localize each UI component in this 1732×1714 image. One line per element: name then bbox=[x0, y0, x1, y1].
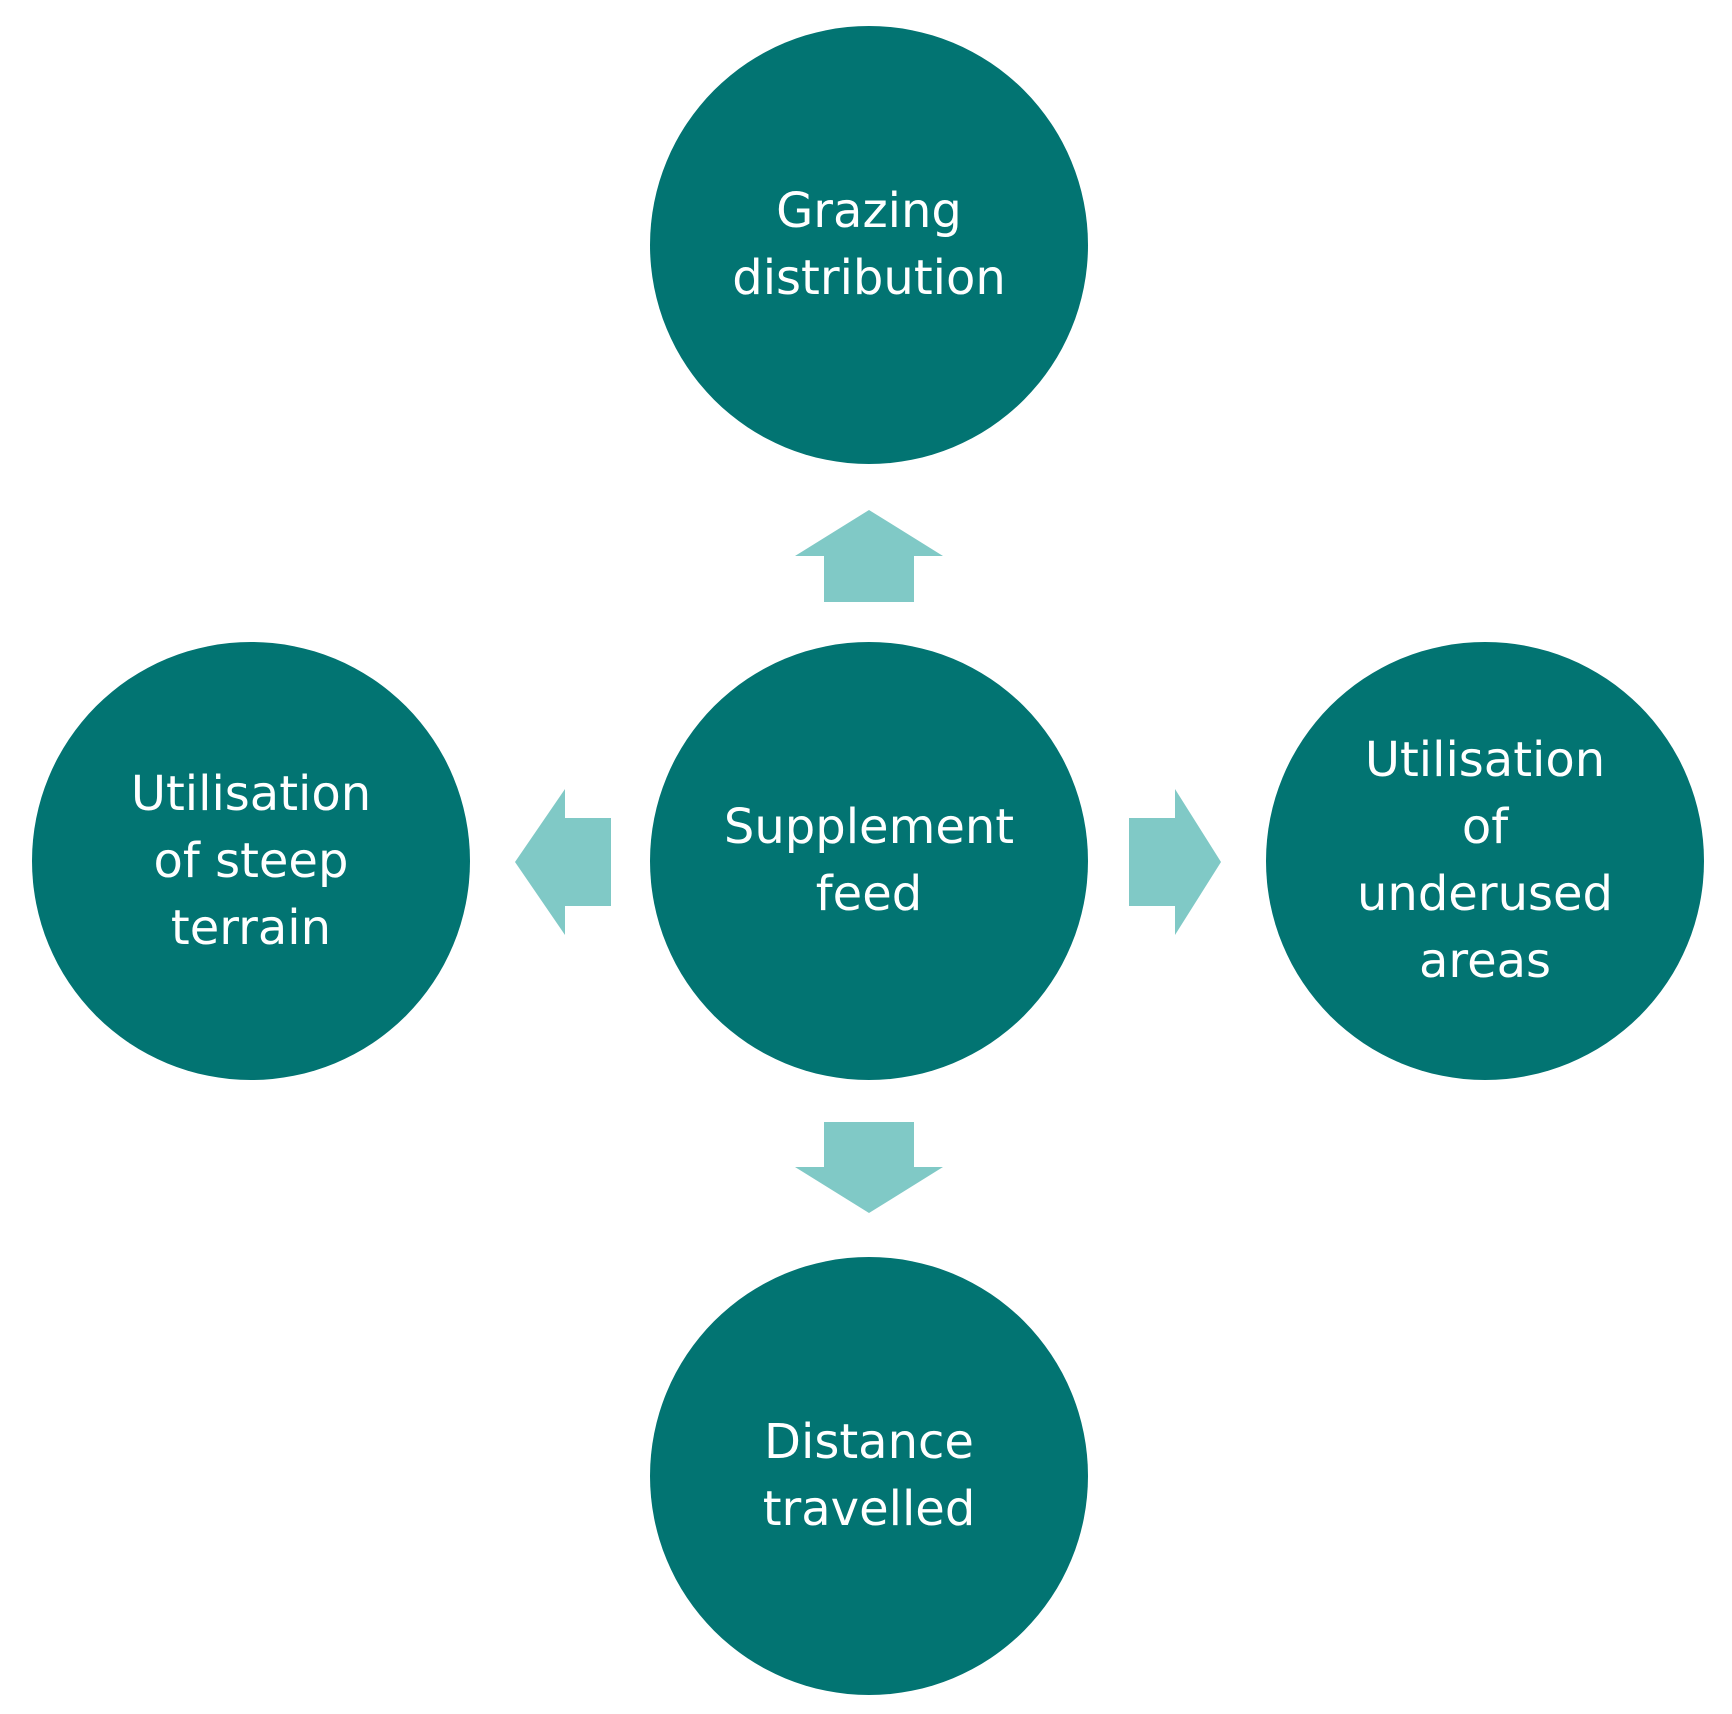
label-line: of steep bbox=[153, 832, 349, 889]
node-label: Supplement feed bbox=[724, 794, 1014, 928]
node-label: Utilisation of steep terrain bbox=[131, 761, 371, 962]
label-line: areas bbox=[1418, 933, 1552, 989]
node-grazing-distribution: Grazing distribution bbox=[650, 26, 1088, 464]
label-line: underused bbox=[1356, 866, 1613, 922]
label-line: Grazing bbox=[776, 183, 962, 239]
node-label: Distance travelled bbox=[763, 1409, 976, 1543]
label-line: Distance bbox=[764, 1414, 974, 1470]
node-supplement-feed: Supplement feed bbox=[650, 642, 1088, 1080]
label-line: travelled bbox=[762, 1481, 976, 1537]
arrow-right-icon bbox=[1129, 789, 1221, 935]
label-line: terrain bbox=[170, 899, 332, 956]
label-line: of bbox=[1461, 799, 1509, 855]
node-utilisation-steep-terrain: Utilisation of steep terrain bbox=[32, 642, 470, 1080]
node-label: Utilisation of underused areas bbox=[1357, 727, 1613, 995]
label-line: distribution bbox=[732, 250, 1006, 306]
node-label: Grazing distribution bbox=[732, 178, 1006, 312]
arrow-left-icon bbox=[515, 789, 611, 935]
label-line: Supplement bbox=[723, 799, 1015, 855]
label-line: feed bbox=[815, 866, 923, 922]
label-line: Utilisation bbox=[1364, 732, 1606, 788]
node-utilisation-underused-areas: Utilisation of underused areas bbox=[1266, 642, 1704, 1080]
arrow-down-icon bbox=[795, 1122, 943, 1213]
arrow-up-icon bbox=[795, 510, 943, 602]
node-distance-travelled: Distance travelled bbox=[650, 1257, 1088, 1695]
label-line: Utilisation bbox=[130, 765, 372, 822]
